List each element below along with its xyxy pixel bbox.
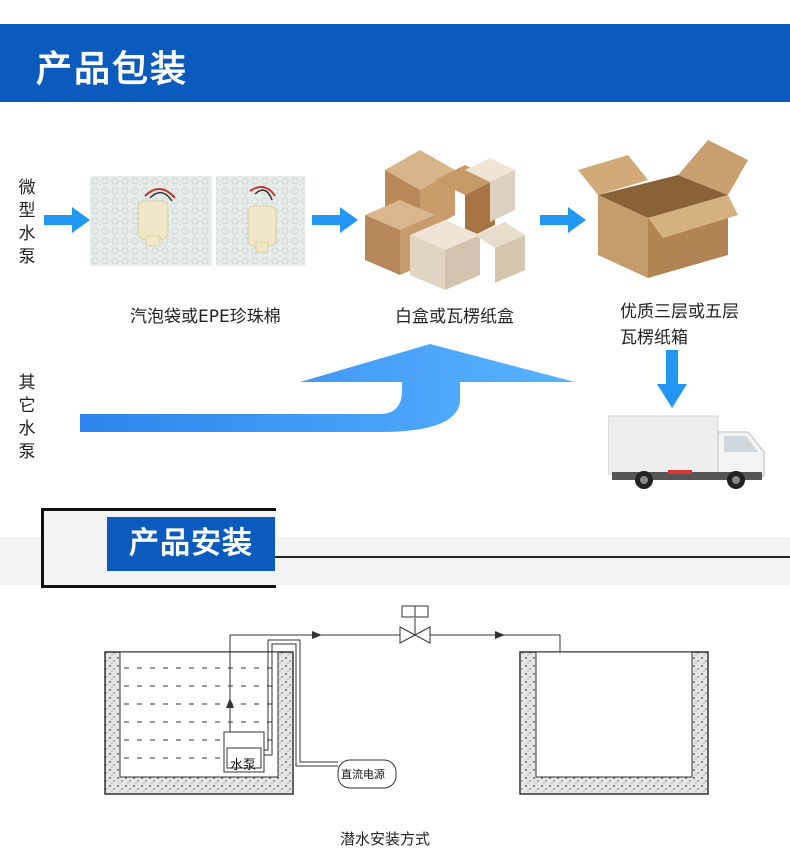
dc-power-label: 直流电源 <box>341 768 385 781</box>
install-header-line <box>275 556 790 558</box>
arrow-right-icon <box>312 207 358 233</box>
carton-box-image <box>578 140 748 278</box>
packaging-header-bar <box>0 24 790 102</box>
caption-carton-line1: 优质三层或五层 <box>620 302 739 322</box>
arrow-right-icon <box>540 207 586 233</box>
truck-image <box>608 415 765 489</box>
micro-pump-label: 微 型 水 泵 <box>18 178 36 267</box>
arrow-right-icon <box>44 207 90 233</box>
caption-bubble-bag: 汽泡袋或EPE珍珠棉 <box>130 307 281 327</box>
pump-label: 水泵 <box>230 758 257 773</box>
installation-caption: 潜水安装方式 <box>340 830 431 848</box>
small-boxes-image <box>365 150 525 290</box>
arrow-down-icon <box>657 350 687 408</box>
caption-carton-line2: 瓦楞纸箱 <box>620 328 688 348</box>
other-pump-label: 其 它 水 泵 <box>18 373 36 462</box>
caption-white-box: 白盒或瓦楞纸盒 <box>395 307 514 327</box>
bubble-bag-photo <box>90 176 305 266</box>
big-arrow-icon <box>80 344 575 432</box>
install-title: 产品安装 <box>107 517 275 571</box>
installation-diagram <box>104 605 709 795</box>
packaging-title: 产品包装 <box>36 49 189 90</box>
